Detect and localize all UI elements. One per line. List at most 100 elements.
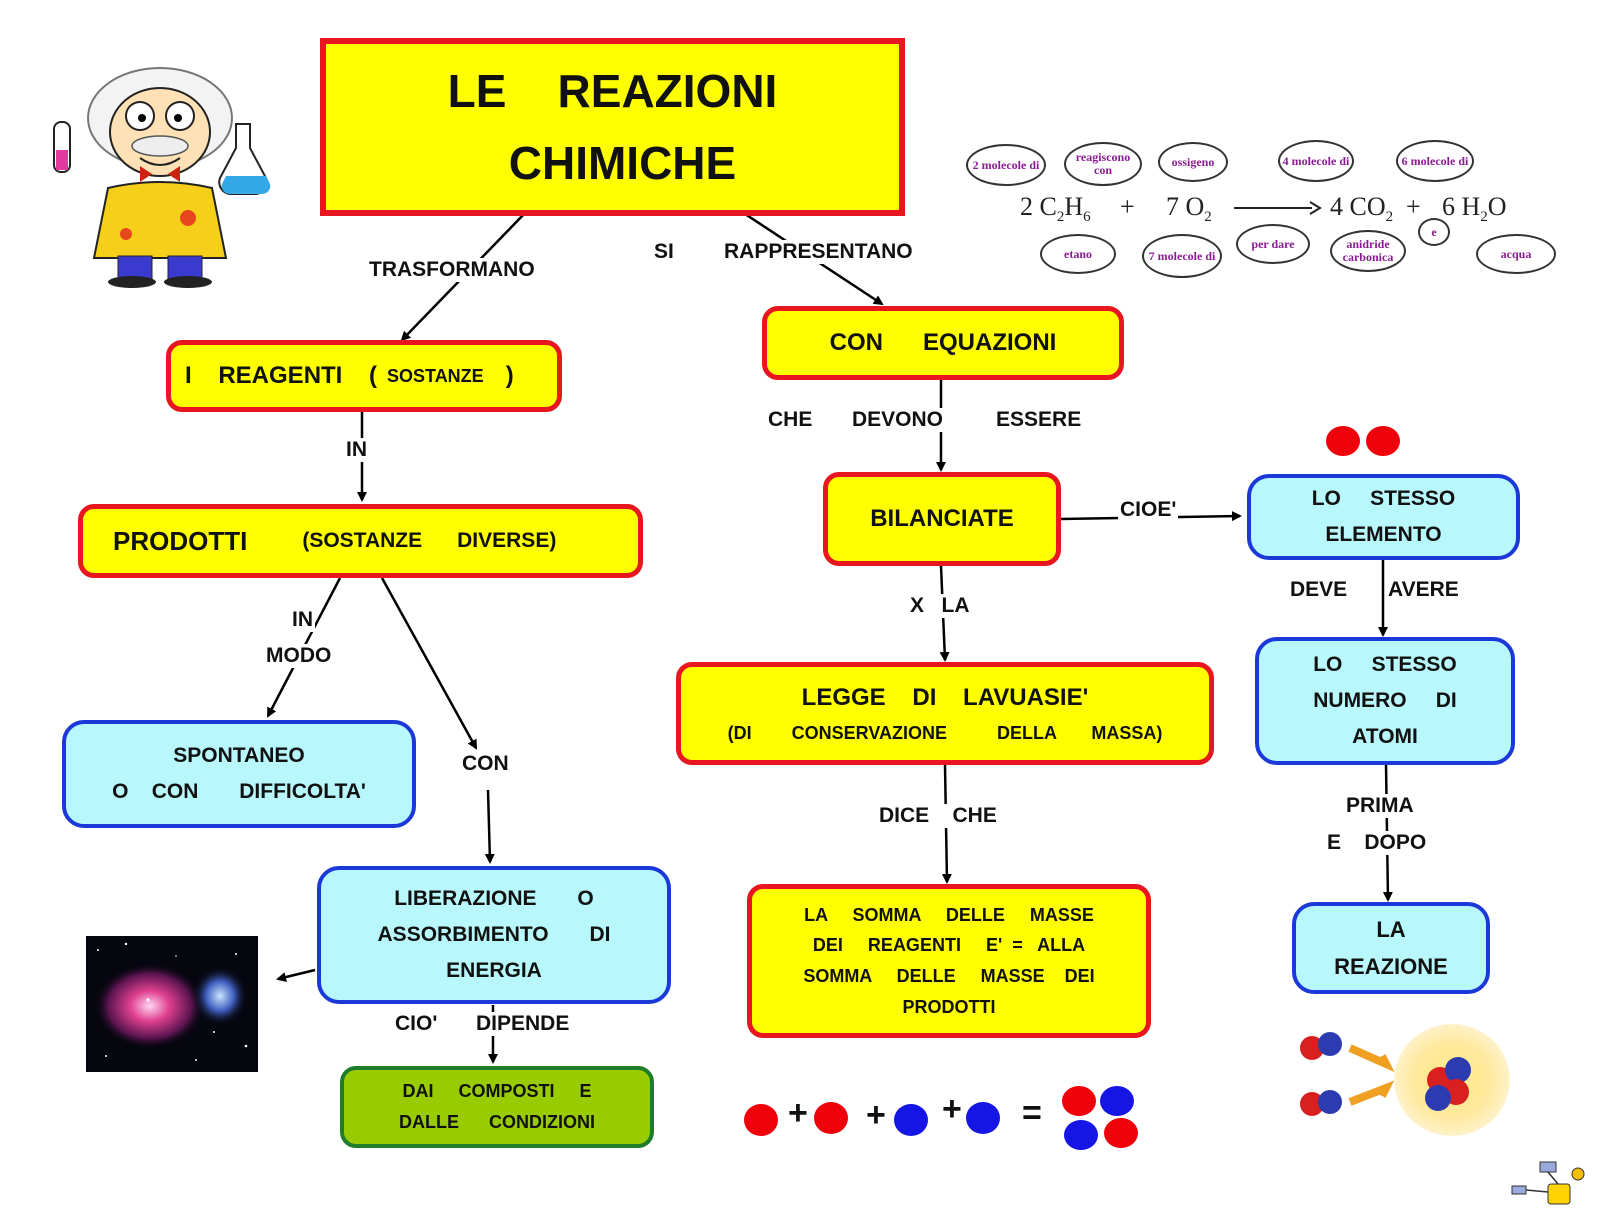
atom-red-2 — [814, 1102, 848, 1134]
link-x-la: X LA — [908, 594, 972, 618]
stesso-numero-line-1: LO STESSO — [1313, 653, 1457, 677]
spontaneo-line-2: O CON DIFFICOLTA' — [112, 780, 366, 803]
title-line-1: LE REAZIONI — [447, 65, 778, 117]
atom-product-red-1 — [1062, 1086, 1096, 1116]
link-cioe: CIOE' — [1118, 498, 1179, 522]
reagenti-close: ) — [505, 362, 514, 389]
node-bilanciate: BILANCIATE — [823, 472, 1061, 566]
link-cio: CIO' — [393, 1012, 440, 1036]
atom-product-red-2 — [1104, 1118, 1138, 1148]
bubble-etano: etano — [1040, 234, 1116, 274]
node-stesso-numero: LO STESSO NUMERO DI ATOMI — [1255, 637, 1515, 765]
bubble-6-molecole: 6 molecole di — [1396, 140, 1474, 182]
plus-sign-1: + — [788, 1094, 808, 1132]
somma-line-2: DEI REAGENTI E' = ALLA — [812, 935, 1086, 956]
atom-red-top-2 — [1366, 426, 1400, 456]
node-composti: DAI COMPOSTI E DALLE CONDIZIONI — [340, 1066, 654, 1148]
link-si: SI — [652, 240, 676, 264]
node-stesso-elemento: LO STESSO ELEMENTO — [1247, 474, 1520, 560]
title-box: LE REAZIONI CHIMICHE — [320, 38, 905, 216]
link-trasformano: TRASFORMANO — [367, 258, 537, 282]
atom-product-blue-2 — [1064, 1120, 1098, 1150]
node-legge: LEGGE DI LAVUASIE' (DI CONSERVAZIONE DEL… — [676, 662, 1214, 765]
bubble-2-molecole: 2 molecole di — [966, 144, 1046, 186]
eq-sub-2: 2 — [1056, 209, 1065, 226]
link-essere: ESSERE — [994, 408, 1084, 432]
bubble-4-molecole: 4 molecole di — [1278, 140, 1354, 182]
eq-sub-o2: 2 — [1204, 209, 1212, 226]
eq-sub-6: 6 — [1083, 209, 1091, 226]
plus-sign-2: + — [866, 1096, 886, 1134]
arrow-con — [380, 577, 478, 750]
liberazione-line-1: LIBERAZIONE O — [394, 887, 594, 911]
eq-7o: 7 O — [1166, 192, 1205, 221]
concept-map-logo — [1511, 1161, 1585, 1205]
bubble-per-dare: per dare — [1236, 224, 1310, 264]
reagenti-sostanze: SOSTANZE — [387, 365, 484, 386]
node-somma: LA SOMMA DELLE MASSE DEI REAGENTI E' = A… — [747, 884, 1151, 1038]
eq-sub-h2o: 2 — [1480, 209, 1488, 226]
chemical-equation: 2 C2H6 + 7 O2 4 CO2 + 6 H2O 2 molecole d… — [960, 140, 1560, 280]
stesso-numero-line-2: NUMERO DI — [1313, 689, 1457, 713]
plus-sign-3: + — [942, 1090, 962, 1128]
composti-line-1: DAI COMPOSTI E — [402, 1081, 592, 1102]
atom-red-top-1 — [1326, 426, 1360, 456]
node-prodotti: PRODOTTI (SOSTANZE DIVERSE) — [78, 504, 643, 578]
link-dipende: DIPENDE — [474, 1012, 572, 1036]
equals-sign: = — [1022, 1094, 1042, 1132]
link-in-modo-2: MODO — [264, 644, 334, 668]
bubble-7-molecole: 7 molecole di — [1142, 234, 1222, 278]
equation-term-co2: 4 CO2 — [1330, 192, 1393, 226]
node-reagenti: I REAGENTI ( SOSTANZE ) — [166, 340, 562, 412]
prodotti-sostanze: (SOSTANZE DIVERSE) — [302, 529, 557, 552]
equazioni-label: CON EQUAZIONI — [829, 329, 1057, 356]
legge-line-1: LEGGE DI LAVUASIE' — [801, 683, 1089, 711]
link-rappresentano: RAPPRESENTANO — [722, 240, 915, 264]
eq-sub-co2: 2 — [1385, 209, 1394, 226]
atom-product-blue-1 — [1100, 1086, 1134, 1116]
scientist-illustration — [53, 67, 271, 288]
reagenti-label: I REAGENTI ( — [185, 362, 378, 389]
equation-arrow — [1234, 201, 1322, 215]
link-con: CON — [460, 752, 511, 776]
node-spontaneo: SPONTANEO O CON DIFFICOLTA' — [62, 720, 416, 828]
link-deve: DEVE — [1288, 578, 1350, 602]
equation-plus-1: + — [1120, 192, 1135, 221]
link-dice-che: DICE CHE — [877, 804, 999, 828]
liberazione-line-2: ASSORBIMENTO DI — [377, 923, 611, 947]
somma-line-1: LA SOMMA DELLE MASSE — [804, 904, 1094, 925]
spontaneo-line-1: SPONTANEO — [173, 744, 305, 768]
link-in: IN — [344, 438, 369, 462]
link-avere: AVERE — [1386, 578, 1461, 602]
legge-line-2: (DI CONSERVAZIONE DELLA MASSA) — [727, 722, 1163, 743]
bubble-e: e — [1418, 218, 1450, 246]
bilanciate-label: BILANCIATE — [870, 505, 1014, 532]
atom-blue-1 — [894, 1104, 928, 1136]
arrow-to-nebula — [276, 968, 316, 982]
eq-2c: 2 C — [1020, 192, 1057, 221]
equation-term-h2o: 6 H2O — [1442, 192, 1507, 226]
node-equazioni: CON EQUAZIONI — [762, 306, 1124, 380]
prodotti-label: PRODOTTI — [113, 525, 248, 556]
fusion-illustration — [1300, 1024, 1510, 1136]
title-line-2: CHIMICHE — [508, 137, 737, 189]
atom-blue-2 — [966, 1102, 1000, 1134]
composti-line-2: DALLE CONDIZIONI — [399, 1112, 595, 1132]
equation-plus-2: + — [1406, 192, 1421, 221]
bubble-ossigeno: ossigeno — [1158, 142, 1228, 182]
bubble-acqua: acqua — [1476, 234, 1556, 274]
node-liberazione: LIBERAZIONE O ASSORBIMENTO DI ENERGIA — [317, 866, 671, 1004]
stesso-elemento-line-2: ELEMENTO — [1325, 523, 1442, 546]
nebula-image — [86, 936, 258, 1072]
somma-line-3: SOMMA DELLE MASSE DEI — [803, 966, 1095, 986]
eq-h: H — [1064, 192, 1084, 221]
bubble-reagiscono: reagiscono con — [1064, 142, 1142, 186]
equation-term-o2: 7 O2 — [1166, 192, 1212, 226]
atom-red-1 — [744, 1104, 778, 1136]
bubble-anidride: anidride carbonica — [1330, 230, 1406, 272]
arrow-con-2 — [484, 789, 495, 864]
eq-6h: 6 H — [1442, 192, 1481, 221]
node-reazione: LA REAZIONE — [1292, 902, 1490, 994]
link-che: CHE — [766, 408, 815, 432]
eq-4co: 4 CO — [1330, 192, 1386, 221]
